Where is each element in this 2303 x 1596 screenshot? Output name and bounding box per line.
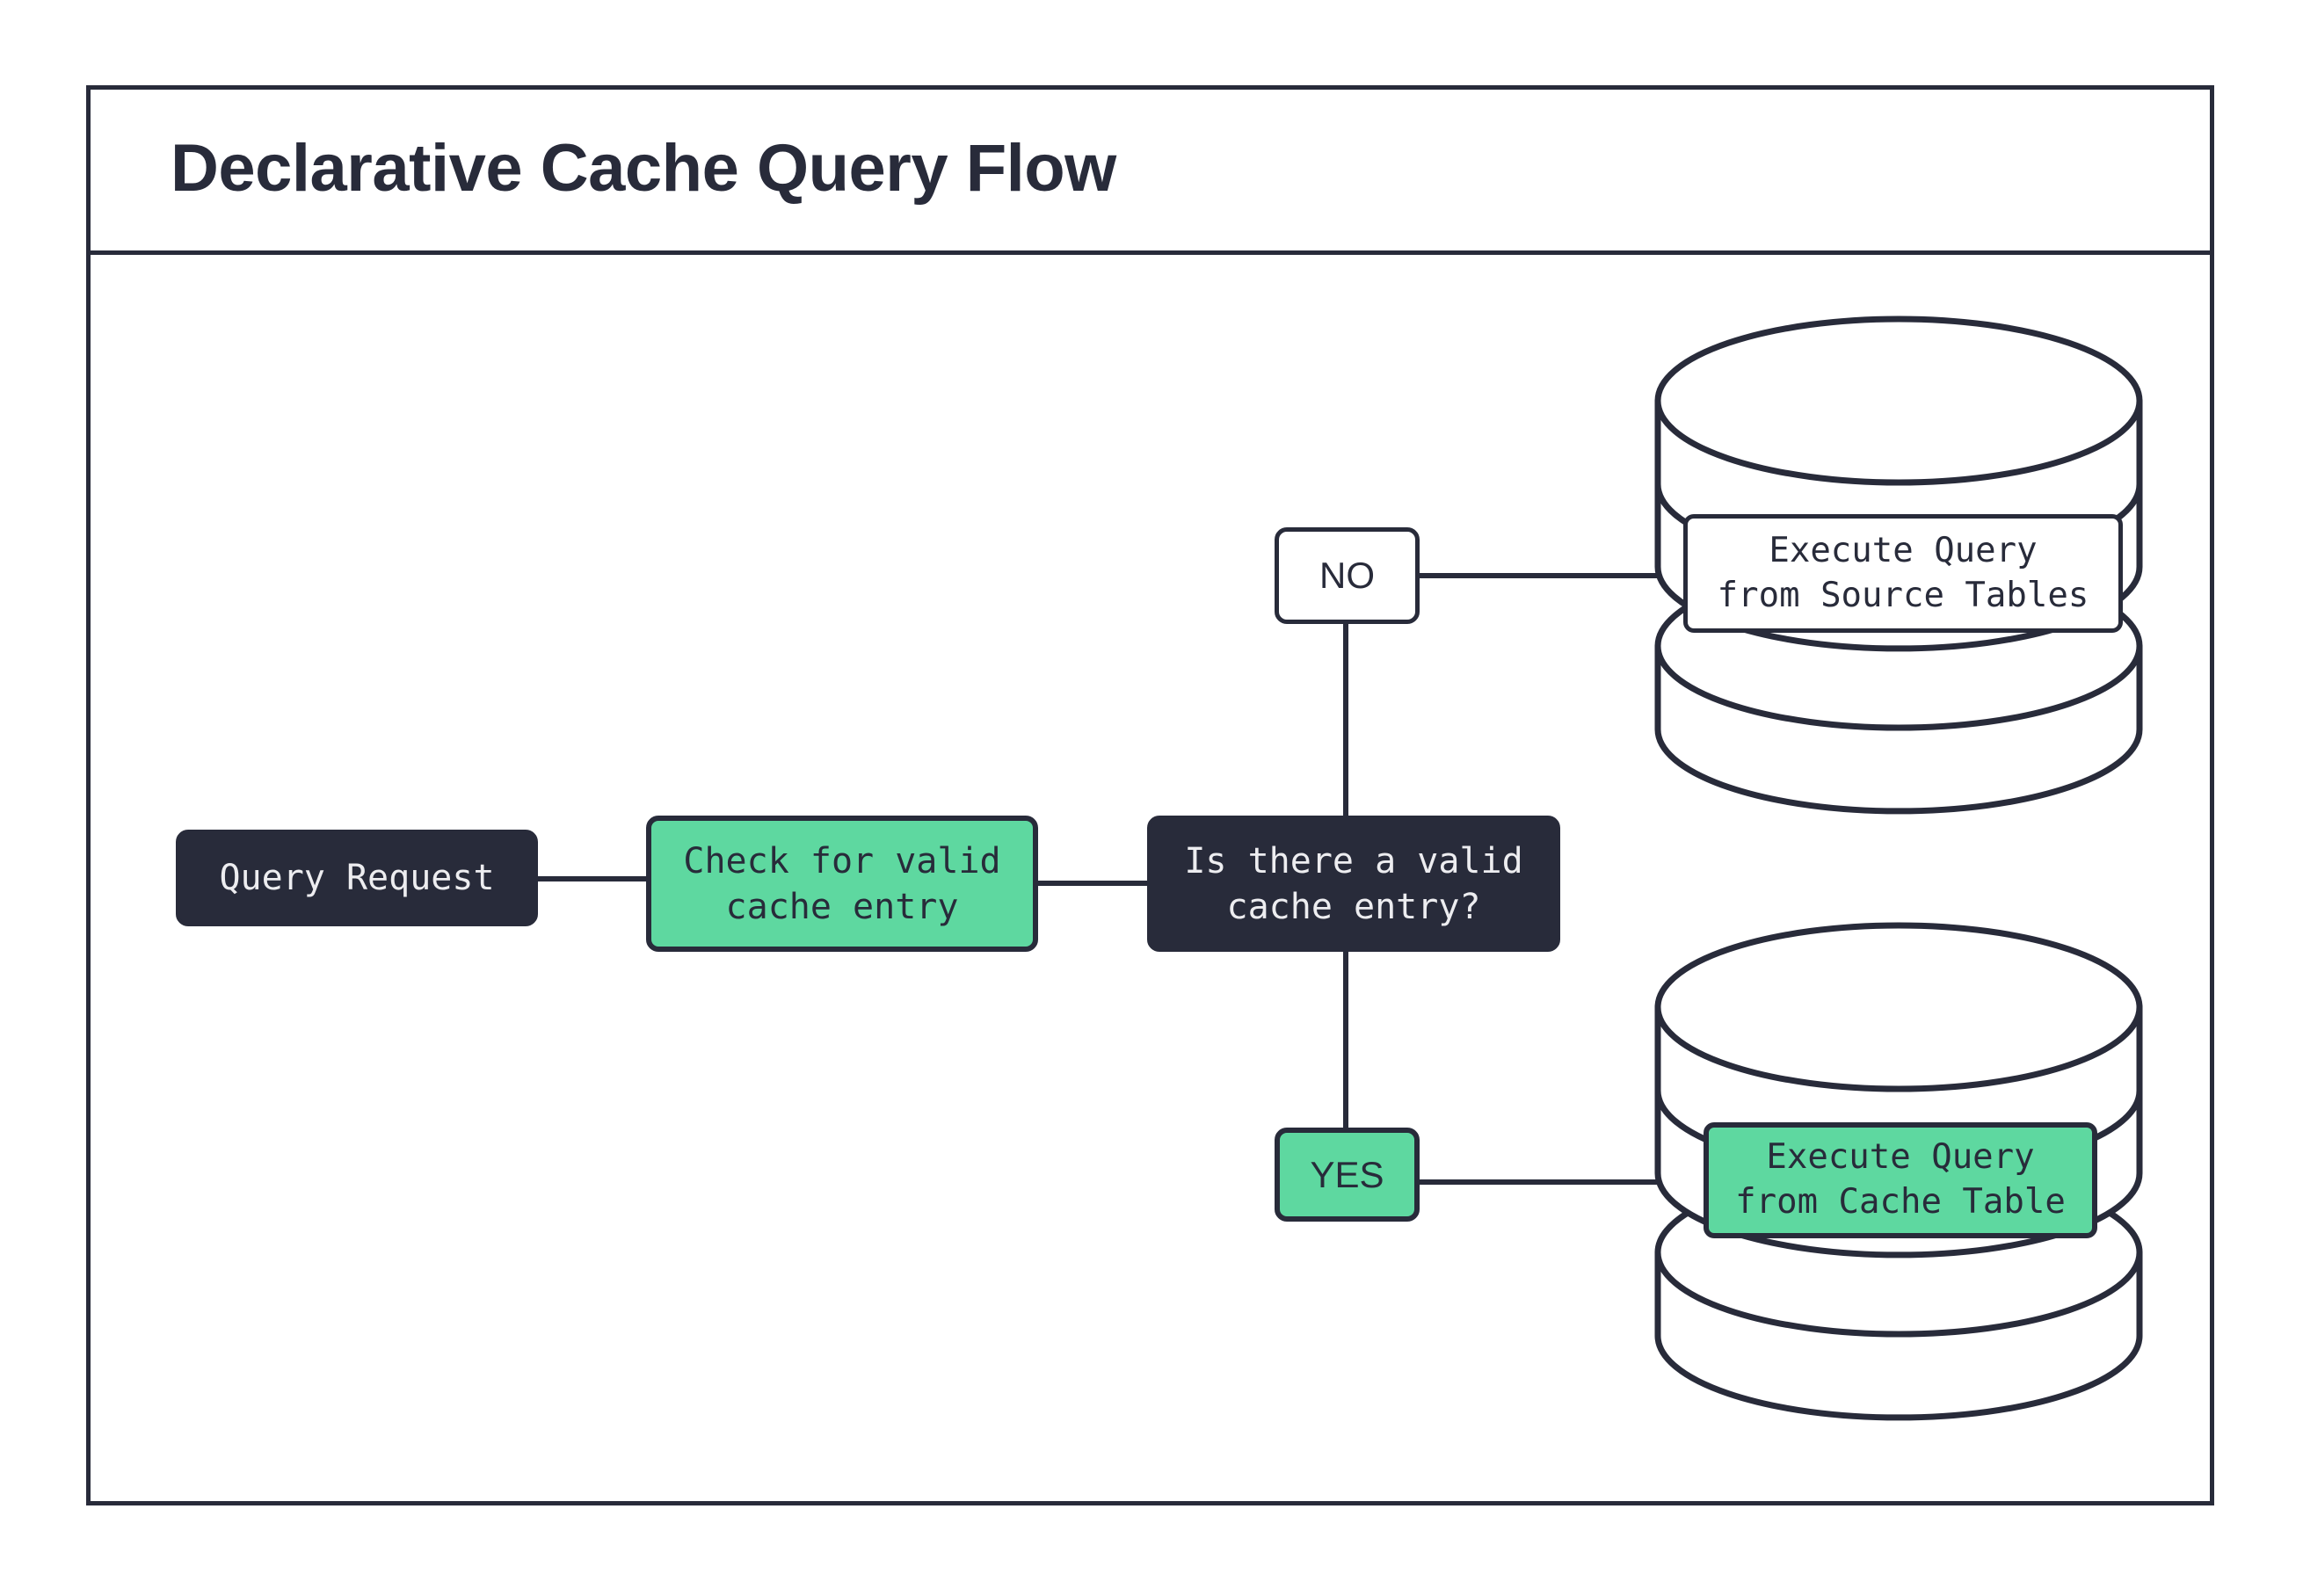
- diagram-frame: [86, 85, 2214, 1505]
- flow-node-decision-valid-cache-entry[interactable]: Is there a valid cache entry?: [1147, 816, 1560, 952]
- flow-node-check-cache[interactable]: Check for valid cache entry: [646, 816, 1038, 952]
- branch-label-yes[interactable]: YES: [1275, 1128, 1420, 1222]
- page-title: Declarative Cache Query Flow: [171, 130, 1116, 206]
- database-label-cache-table[interactable]: Execute Query from Cache Table: [1704, 1122, 2097, 1238]
- branch-label-no[interactable]: NO: [1275, 527, 1420, 624]
- diagram-title-bar: Declarative Cache Query Flow: [86, 85, 2214, 255]
- database-label-source-tables[interactable]: Execute Query from Source Tables: [1683, 514, 2123, 633]
- flow-node-query-request[interactable]: Query Request: [176, 830, 538, 926]
